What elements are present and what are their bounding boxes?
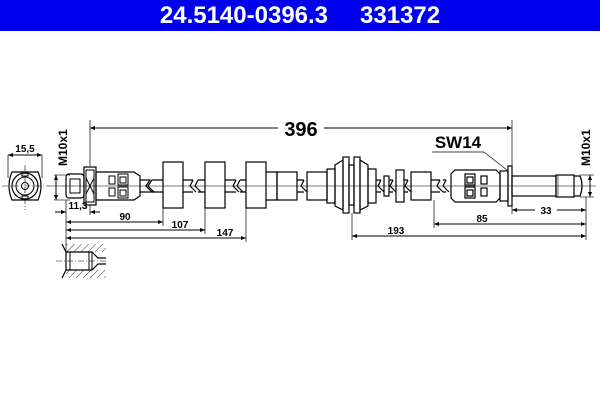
- right-thread-label: M10x1: [579, 129, 593, 166]
- overall-length-label: 396: [284, 119, 317, 141]
- title-bar: 24.5140-0396.3 331372: [0, 0, 600, 31]
- right-fitting: [450, 165, 583, 207]
- end-view-width-label: 15,5: [15, 144, 35, 155]
- part-number: 24.5140-0396.3: [159, 1, 329, 29]
- left-thread-label: M10x1: [56, 129, 70, 166]
- end-view: [2, 153, 50, 210]
- dim-147-label: 147: [217, 228, 234, 239]
- wrench-size-label: SW14: [435, 133, 482, 152]
- hose-body: [140, 156, 450, 214]
- port-section-detail: [56, 243, 108, 279]
- left-fitting: [65, 166, 141, 206]
- dim-33-label: 33: [540, 206, 552, 217]
- dim-85-label: 85: [476, 214, 488, 225]
- fitting-length-label: 11,3: [69, 201, 88, 212]
- dim-90-label: 90: [119, 212, 131, 223]
- dim-193-label: 193: [388, 226, 405, 237]
- reference-number: 331372: [360, 1, 441, 29]
- dim-107-label: 107: [172, 220, 189, 231]
